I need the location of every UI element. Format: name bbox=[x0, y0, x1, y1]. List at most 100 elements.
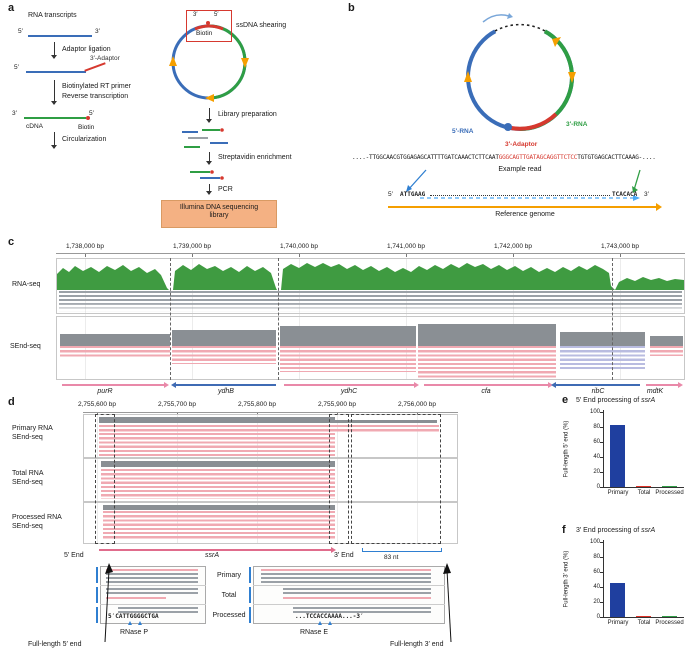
reference-genome-caption: Reference genome bbox=[495, 211, 555, 218]
three-end-sequence: ...TCCACCAAAA...-3′ bbox=[295, 613, 364, 620]
circularized-ssdna-icon bbox=[169, 24, 249, 102]
ytick-label: 100 bbox=[589, 539, 600, 545]
read-left-segment: ....-TTGGCAACGTGGAGAGCATTTTGATCAAACTCTTC… bbox=[352, 154, 499, 161]
cleavage-arrow-icon bbox=[128, 621, 132, 625]
five-prime-label: 5′ bbox=[89, 110, 94, 117]
genome-three-prime: 3′ bbox=[644, 191, 649, 198]
track-label-line2: SEnd-seq bbox=[12, 479, 43, 486]
bar-primary bbox=[610, 424, 625, 487]
send-reads-pink bbox=[280, 346, 416, 372]
biotin-junction-box bbox=[186, 10, 232, 42]
coord-label: 2,755,900 bp bbox=[318, 401, 356, 408]
sheared-fragments-icon bbox=[182, 128, 228, 148]
gene-mdtK-line bbox=[646, 384, 678, 386]
genome-left-sequence: ATTGAAG bbox=[400, 191, 426, 198]
chart-e-ylabel: Full-length 5′ end (%) bbox=[563, 420, 570, 478]
processed-track-box bbox=[83, 502, 458, 544]
adaptor-label: 3′-Adaptor bbox=[90, 55, 120, 62]
rna-seq-reads bbox=[59, 291, 682, 312]
send-reads-purple bbox=[560, 346, 645, 370]
panel-a-label: a bbox=[8, 2, 15, 14]
ytick-label: 60 bbox=[593, 439, 600, 445]
biotin-label: Biotin bbox=[196, 30, 213, 37]
coord-label: 1,738,000 bp bbox=[66, 243, 104, 250]
gene-label: cfa bbox=[481, 388, 491, 395]
biotin-dot-icon bbox=[206, 21, 210, 25]
biotin-label: Biotin bbox=[78, 124, 95, 131]
flow-arrow-icon bbox=[206, 108, 212, 123]
rna-seq-track-label: RNA-seq bbox=[12, 281, 41, 288]
pcr-step: PCR bbox=[218, 186, 233, 193]
three-prime-label: 3′ bbox=[95, 28, 100, 35]
circular-template-diagram bbox=[464, 13, 576, 131]
coord-label: 1,739,000 bp bbox=[173, 243, 211, 250]
coord-label: 1,740,000 bp bbox=[280, 243, 318, 250]
gene-arrow-icon bbox=[331, 547, 336, 553]
inset-row-label: Processed bbox=[212, 612, 246, 619]
xtick-label: Primary bbox=[607, 490, 629, 496]
ytick-label: 0 bbox=[596, 484, 600, 490]
reverse-transcription-step: Reverse transcription bbox=[62, 93, 129, 100]
gene-cfa-line bbox=[424, 384, 548, 386]
gene-purR-line bbox=[62, 384, 164, 386]
three-rna-label: 3′-RNA bbox=[566, 121, 588, 128]
flow-arrow-icon bbox=[206, 152, 212, 165]
genome-axis-line bbox=[388, 206, 658, 208]
track-label-line1: Processed RNA bbox=[12, 514, 62, 521]
gene-label: ydhC bbox=[340, 388, 358, 395]
ytick-label: 100 bbox=[589, 409, 600, 415]
flow-arrow-icon bbox=[206, 184, 212, 195]
ytick-label: 20 bbox=[593, 599, 600, 605]
ytick-label: 40 bbox=[593, 454, 600, 460]
coord-label: 1,743,000 bp bbox=[601, 243, 639, 250]
three-adaptor-label: 3′-Adaptor bbox=[505, 141, 538, 148]
chart-f-title: 3′ End processing of ssrA bbox=[576, 527, 656, 534]
x-axis bbox=[603, 487, 684, 488]
total-track-box bbox=[83, 458, 458, 502]
circularization-step: Circularization bbox=[62, 136, 107, 143]
gene-label: mdtK bbox=[646, 388, 664, 395]
send-seq-track-label: SEnd-seq bbox=[10, 343, 41, 350]
streptavidin-step: Streptavidin enrichment bbox=[218, 154, 292, 161]
rna-transcripts-label: RNA transcripts bbox=[28, 12, 77, 19]
junction-three-prime: 3′ bbox=[193, 12, 198, 18]
ssrA-gene-label: ssrA bbox=[205, 552, 219, 559]
send-coverage-block bbox=[560, 332, 645, 346]
flow-arrow-icon bbox=[51, 42, 57, 59]
total-coverage bbox=[101, 461, 335, 467]
gene-label: ribC bbox=[591, 388, 605, 395]
cdna-label: cDNA bbox=[26, 123, 43, 130]
coord-label: 2,755,700 bp bbox=[158, 401, 196, 408]
ruler-line bbox=[83, 412, 458, 413]
adaptor-ligation-step: Adaptor ligation bbox=[62, 46, 111, 53]
enriched-fragments-icon bbox=[190, 170, 224, 180]
genome-five-prime: 5′ bbox=[388, 191, 393, 198]
panel-d-label: d bbox=[8, 396, 15, 408]
track-label-line1: Total RNA bbox=[12, 470, 44, 477]
track-label-line1: Primary RNA bbox=[12, 425, 53, 432]
bar-primary bbox=[610, 582, 625, 617]
panel-e-label: e bbox=[562, 394, 569, 406]
rna-line bbox=[28, 35, 92, 37]
five-end-label: 5′ End bbox=[64, 552, 84, 559]
five-prime-label: 5′ bbox=[14, 64, 19, 71]
full-length-pointer-arrows bbox=[104, 563, 452, 643]
full-length-five-label: Full-length 5′ end bbox=[28, 641, 82, 648]
total-reads bbox=[101, 469, 335, 499]
xtick-label: Total bbox=[637, 490, 651, 496]
gene-arrow-icon bbox=[548, 382, 553, 388]
extension-bracket bbox=[362, 551, 442, 552]
rna-seq-coverage bbox=[57, 263, 684, 290]
cdna-line bbox=[24, 117, 86, 119]
y-axis bbox=[603, 410, 604, 488]
genome-axis-arrow-icon bbox=[656, 203, 666, 211]
adaptor-line bbox=[84, 62, 106, 72]
gene-label: purR bbox=[97, 388, 113, 395]
coord-label: 2,755,800 bp bbox=[238, 401, 276, 408]
chart-e-title: 5′ End processing of ssrA bbox=[576, 397, 656, 404]
send-coverage-block bbox=[60, 334, 170, 346]
ytick-label: 60 bbox=[593, 569, 600, 575]
send-coverage-block bbox=[172, 330, 276, 346]
bar-processed bbox=[662, 486, 677, 487]
